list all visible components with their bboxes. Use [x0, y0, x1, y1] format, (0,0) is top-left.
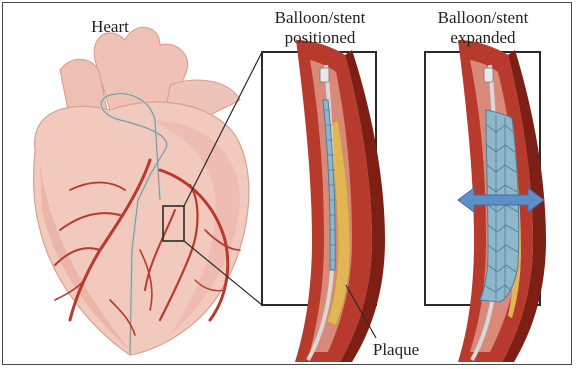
- expanded-label-line2: expanded: [413, 28, 553, 48]
- plaque-label: Plaque: [356, 340, 436, 360]
- positioned-panel: [262, 40, 385, 362]
- heart-label: Heart: [70, 17, 150, 37]
- positioned-label-line1: Balloon/stent: [250, 8, 390, 28]
- positioned-label-line2: positioned: [250, 28, 390, 48]
- expanded-panel: [425, 40, 546, 362]
- heart-illustration: [34, 27, 262, 355]
- expanded-label-line1: Balloon/stent: [413, 8, 553, 28]
